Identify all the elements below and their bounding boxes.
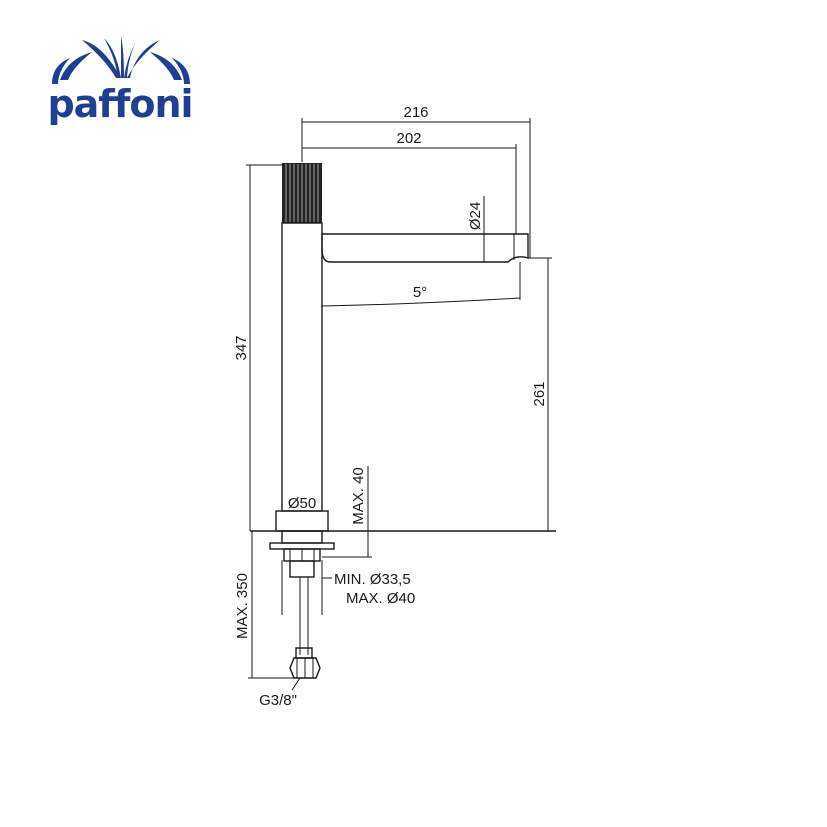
handle-knurl-lines	[285, 164, 319, 222]
dim-outlet-height: 261	[531, 381, 548, 406]
base-flange	[275, 510, 329, 532]
dimension-lines	[246, 118, 552, 691]
dim-spout-reach: 202	[396, 130, 421, 147]
dimension-labels: 216 202 Ø24 5° 347 261 Ø50 MAX. 40 MIN. …	[233, 104, 548, 709]
dim-total-height: 347	[233, 335, 250, 360]
faucet-column	[281, 222, 323, 512]
logo-wordmark: paffoni	[47, 82, 192, 126]
dim-max-hose-length: MAX. 350	[234, 573, 251, 639]
dim-overall-reach: 216	[403, 104, 428, 121]
hose-nut	[289, 657, 321, 679]
dim-max-deck-thickness: MAX. 40	[350, 467, 367, 525]
paffoni-logo: paffoni	[47, 36, 194, 126]
dim-hole-max: MAX. Ø40	[346, 590, 415, 607]
faucet-spout	[321, 233, 529, 263]
logo-fan-icon	[52, 36, 190, 84]
dim-spout-angle: 5°	[413, 284, 427, 301]
faucet-body	[250, 163, 556, 679]
hose-connector	[295, 647, 313, 659]
dim-hole-min: MIN. Ø33,5	[334, 571, 411, 588]
dim-base-diameter: Ø50	[288, 495, 316, 512]
dim-connection-thread: G3/8"	[259, 692, 297, 709]
fixing-washer	[269, 542, 335, 550]
dim-spout-diameter: Ø24	[467, 202, 484, 230]
